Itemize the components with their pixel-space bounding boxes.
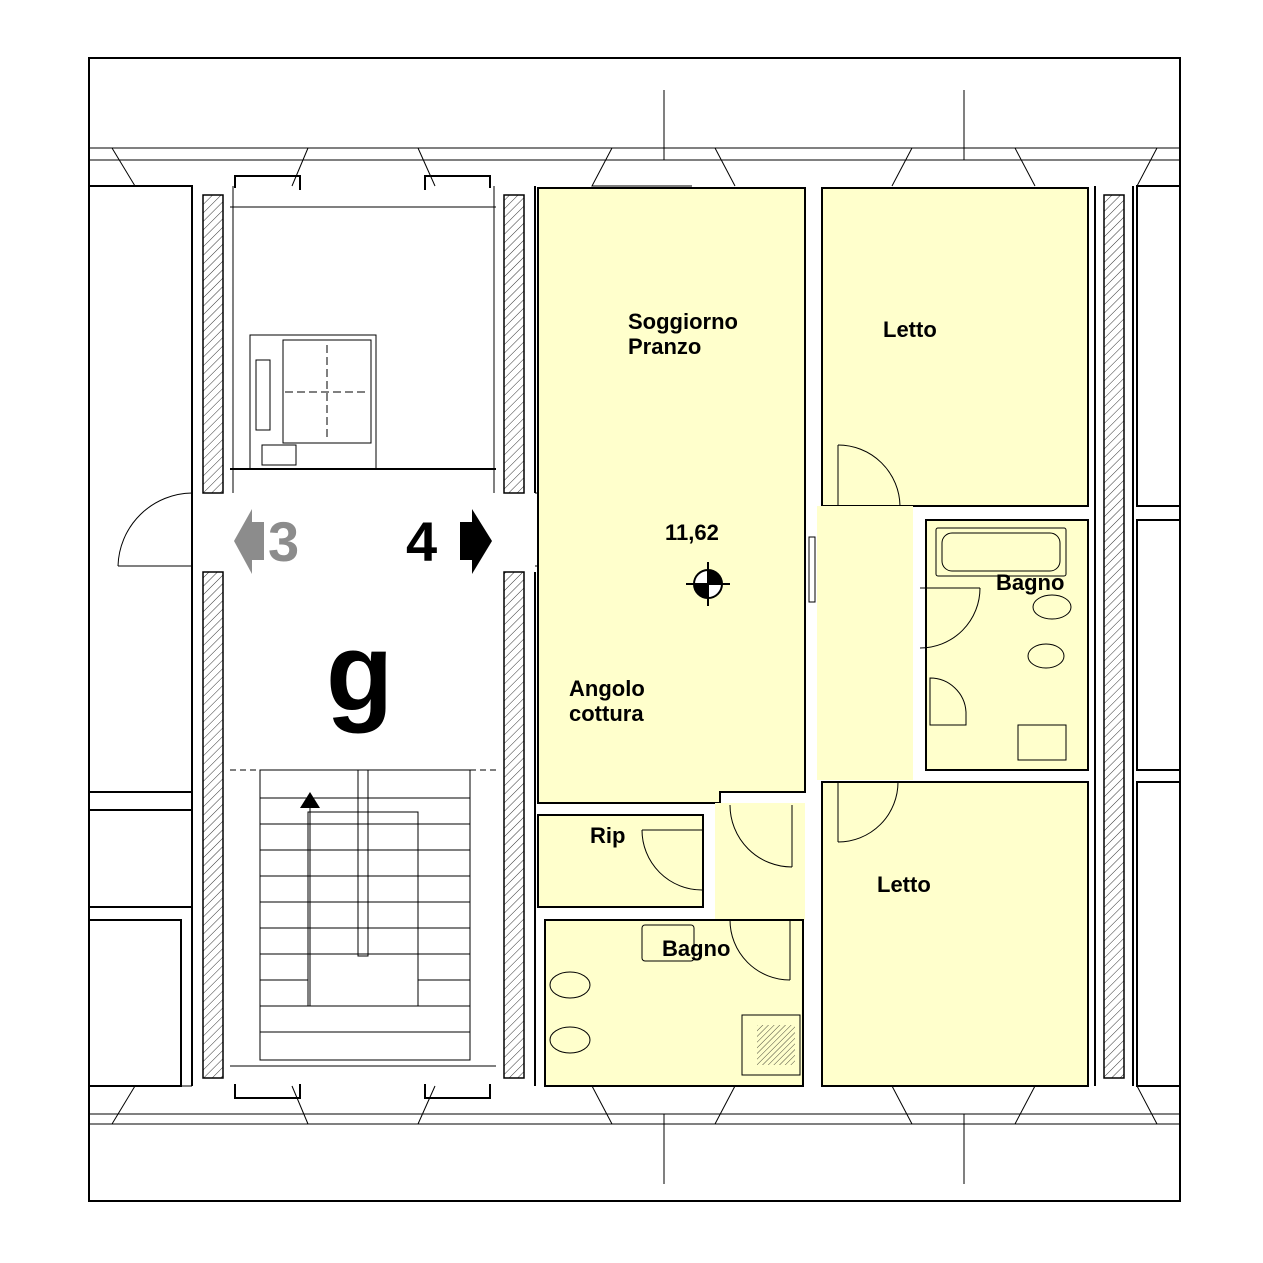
label-living-2: Pranzo <box>628 334 701 359</box>
left-neighbour-walls <box>88 185 193 1087</box>
label-bathroom-right: Bagno <box>996 570 1064 595</box>
interior-doors <box>641 444 981 981</box>
label-kitchen-1: Angolo <box>569 676 645 701</box>
room-bathroom-bottom <box>544 919 804 1087</box>
room-hall-lower <box>715 803 805 920</box>
facade-top <box>89 90 1180 187</box>
bathroom-right-fixtures <box>929 527 1072 761</box>
room-bedroom-top <box>821 187 1089 507</box>
label-living-1: Soggiorno <box>628 309 738 334</box>
room-living <box>537 187 806 804</box>
label-storage: Rip <box>590 823 625 848</box>
room-hallway <box>817 506 913 780</box>
apartment-rooms <box>537 187 1089 1087</box>
apartment-number-left: 3 <box>268 510 299 573</box>
lift-shaft <box>230 334 496 470</box>
apartment-number-right: 4 <box>406 510 437 573</box>
room-bedroom-bottom <box>821 781 1089 1087</box>
label-bathroom-bottom: Bagno <box>662 936 730 961</box>
facade-bottom <box>89 1085 1180 1184</box>
level-marker-icon <box>686 562 730 606</box>
arrow-left-icon <box>234 509 252 574</box>
label-bedroom-bottom: Letto <box>877 872 931 897</box>
label-bedroom-top: Letto <box>883 317 937 342</box>
stairs <box>230 769 496 1061</box>
label-kitchen-2: cottura <box>569 701 644 726</box>
arrow-up-icon <box>300 792 320 808</box>
arrow-right-icon <box>472 509 492 574</box>
stair-code: g <box>326 611 393 734</box>
room-bathroom-right <box>925 519 1089 771</box>
bathroom-bottom-fixtures <box>549 924 801 1076</box>
area-value: 11,62 <box>665 520 719 545</box>
stairwell-walls <box>191 175 1134 1099</box>
right-neighbour-walls <box>1136 185 1181 1087</box>
